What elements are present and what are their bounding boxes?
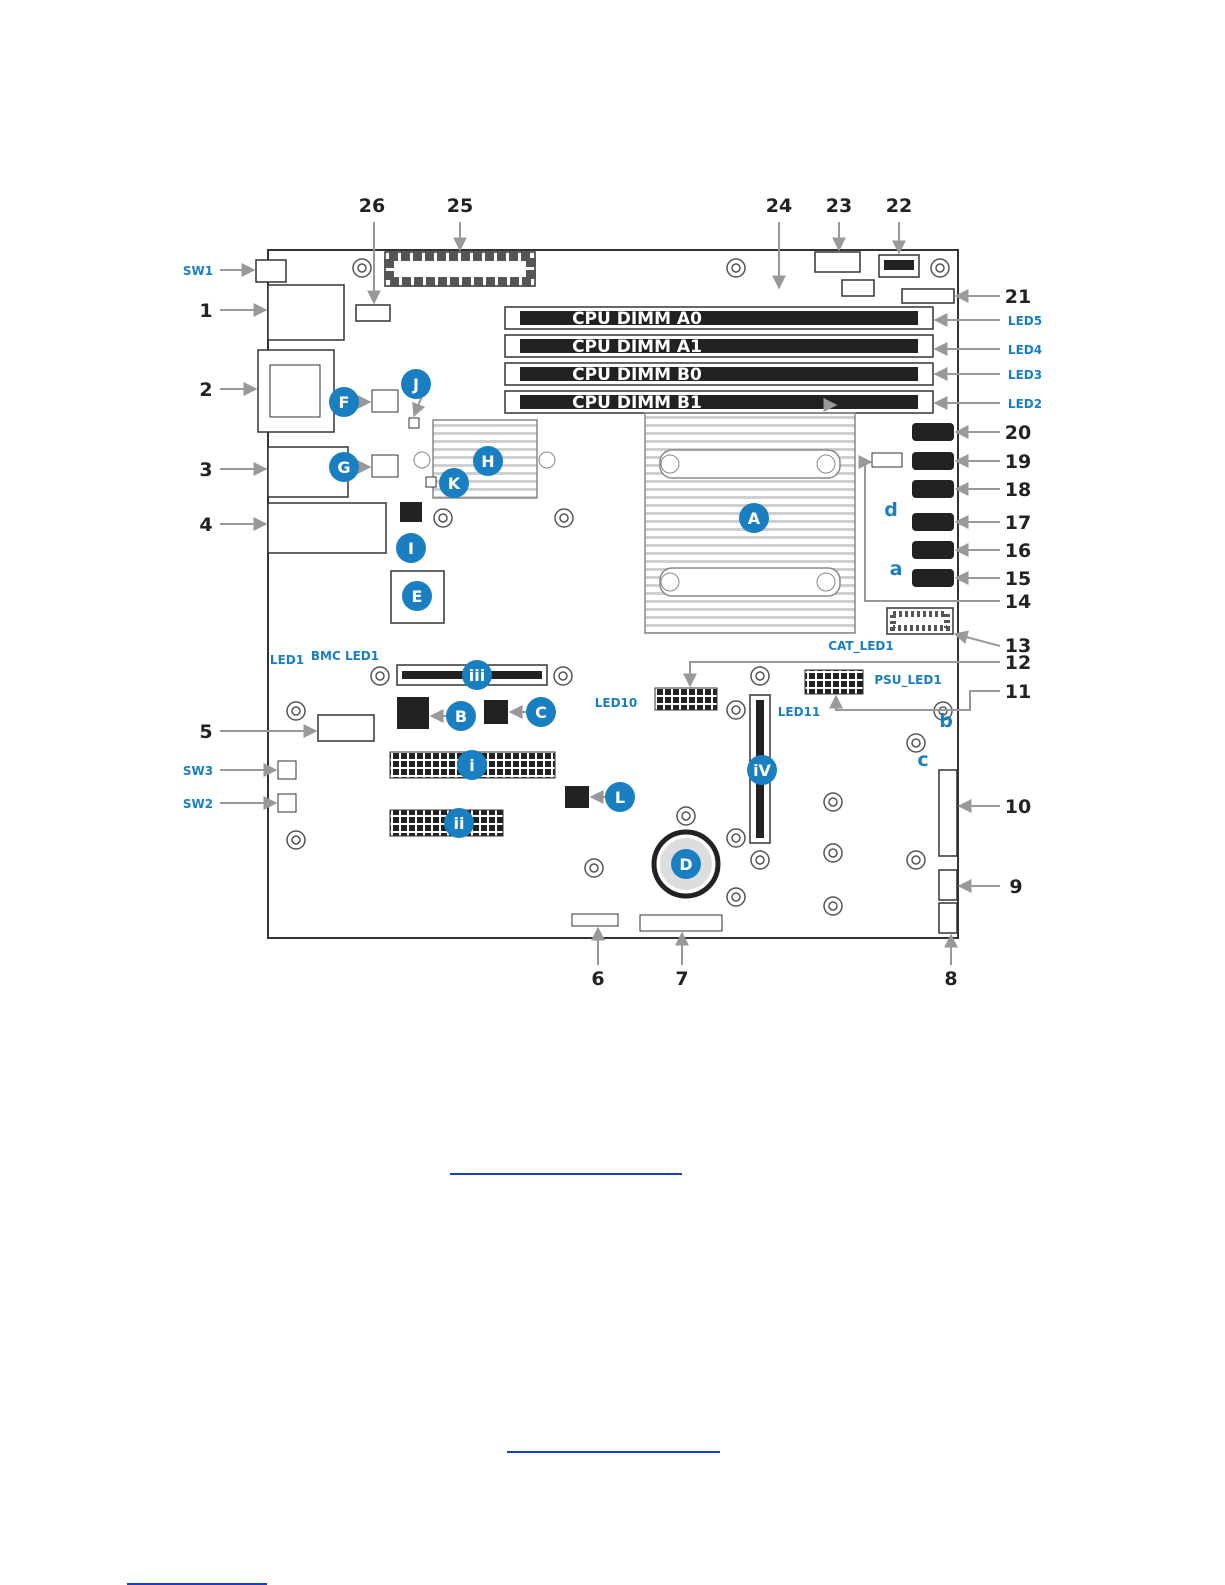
label-2: 2 (199, 379, 212, 401)
label-16: 16 (1005, 540, 1031, 562)
label-jumper-b: b (939, 710, 953, 732)
label-jumper-c: c (917, 749, 928, 771)
label-13: 13 (1005, 635, 1031, 657)
label-18: 18 (1005, 479, 1031, 501)
label-sw1: SW1 (183, 264, 213, 278)
label-cat-led1: CAT_LED1 (828, 639, 894, 654)
label-19: 19 (1005, 451, 1031, 473)
label-5: 5 (199, 721, 212, 743)
label-17: 17 (1005, 512, 1031, 534)
label-led4: LED4 (1008, 343, 1042, 357)
chip-g (372, 455, 398, 477)
label-21: 21 (1005, 286, 1031, 308)
chip-b (397, 697, 429, 729)
label-bmc-led1: BMC LED1 (311, 649, 379, 663)
label-11: 11 (1005, 681, 1031, 703)
label-4: 4 (199, 514, 212, 536)
label-led11: LED11 (778, 705, 821, 719)
callout-h: H (481, 452, 494, 471)
connector-21 (902, 289, 954, 303)
connector-12 (655, 688, 717, 710)
label-jumper-d: d (884, 499, 898, 521)
label-led5: LED5 (1008, 314, 1042, 328)
label-led2: LED2 (1008, 397, 1042, 411)
label-24: 24 (766, 195, 792, 217)
callout-i: I (408, 539, 414, 558)
connector-8 (939, 903, 957, 933)
label-22: 22 (886, 195, 912, 217)
callout-e: E (412, 587, 423, 606)
label-7: 7 (675, 968, 688, 990)
sw2-button (278, 794, 296, 812)
label-sw2: SW2 (183, 797, 213, 811)
dimm-label-b1: CPU DIMM B1 (572, 393, 702, 413)
chip-i (400, 502, 422, 522)
label-led10: LED10 (595, 696, 638, 710)
callout-k: K (448, 474, 461, 493)
label-1: 1 (199, 300, 212, 322)
connector-24 (842, 280, 874, 296)
motherboard-layout-diagram: CPU DIMM A0 CPU DIMM A1 CPU DIMM B0 CPU … (0, 0, 1225, 1000)
label-25: 25 (447, 195, 473, 217)
chip-j (409, 418, 419, 428)
connector-23 (815, 252, 860, 272)
label-psu-led1: PSU_LED1 (874, 673, 941, 688)
chip-l (565, 786, 589, 808)
link-underline-1[interactable] (450, 1173, 682, 1175)
callout-pcie-ii: ii (454, 814, 465, 833)
sw3-button (278, 761, 296, 779)
callout-j: J (412, 375, 419, 394)
callout-m2-iv: iV (753, 761, 771, 780)
label-8: 8 (944, 968, 957, 990)
label-sw3: SW3 (183, 764, 213, 778)
callout-b: B (455, 707, 467, 726)
label-15: 15 (1005, 568, 1031, 590)
label-9: 9 (1009, 876, 1022, 898)
dimm-label-a0: CPU DIMM A0 (572, 309, 702, 329)
label-led3: LED3 (1008, 368, 1042, 382)
chip-k (426, 477, 436, 487)
callout-m2-iii: iii (469, 666, 485, 685)
callout-c: C (535, 703, 547, 722)
connector-5 (318, 715, 374, 741)
connector-26 (356, 305, 390, 321)
connector-6 (572, 914, 618, 926)
label-20: 20 (1005, 422, 1031, 444)
chip-f (372, 390, 398, 412)
label-10: 10 (1005, 796, 1031, 818)
connector-10 (939, 770, 957, 856)
port-4 (268, 503, 386, 553)
dimm-label-b0: CPU DIMM B0 (572, 365, 702, 385)
label-jumper-a: a (890, 558, 903, 580)
dimm-label-a1: CPU DIMM A1 (572, 337, 702, 357)
label-6: 6 (591, 968, 604, 990)
connector-9 (939, 870, 957, 900)
connector-7 (640, 915, 722, 931)
sw1-button (256, 260, 286, 282)
callout-f: F (339, 393, 350, 412)
callout-d: D (679, 855, 692, 874)
chip-c (484, 700, 508, 724)
callout-pcie-i: i (469, 756, 474, 775)
callout-l: L (615, 788, 625, 807)
label-23: 23 (826, 195, 852, 217)
label-led1: LED1 (270, 653, 304, 667)
callout-g: G (337, 458, 350, 477)
connector-11 (805, 670, 863, 694)
link-underline-2[interactable] (507, 1451, 720, 1453)
label-3: 3 (199, 459, 212, 481)
connector-19-small (872, 453, 902, 467)
label-26: 26 (359, 195, 385, 217)
port-1 (268, 285, 344, 340)
callout-a: A (748, 509, 761, 528)
label-14: 14 (1005, 591, 1031, 613)
